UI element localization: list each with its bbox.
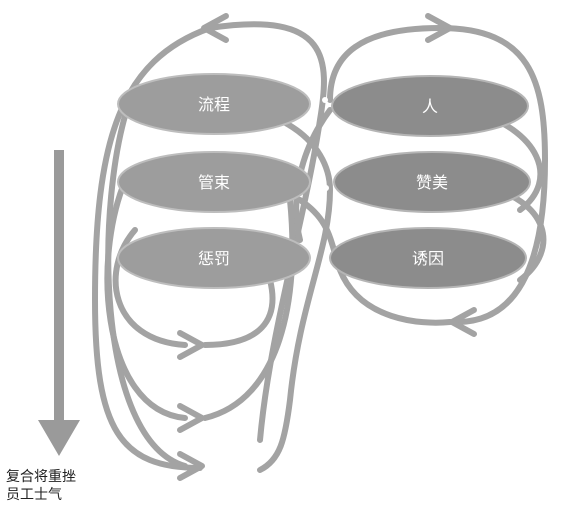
right-oval-label: 人 (422, 97, 438, 116)
arrowhead-left-2 (177, 403, 205, 433)
left-oval-label: 流程 (198, 95, 230, 114)
right-column: 人 赞美 诱因 (329, 75, 531, 289)
right-oval-1: 人 (331, 75, 529, 137)
flow-top-left-loop (91, 25, 213, 471)
left-oval-1: 流程 (117, 73, 311, 135)
left-oval-label: 惩罚 (198, 249, 230, 268)
crossing-dot-2 (323, 185, 329, 191)
right-oval-label: 赞美 (416, 173, 448, 192)
arrowhead-right-mid (449, 307, 477, 337)
left-column: 流程 管束 惩罚 (117, 73, 311, 289)
down-arrow (38, 150, 80, 456)
flow-cross-2 (297, 197, 453, 326)
flow-cross-1 (257, 117, 334, 473)
arrowhead-left-3 (177, 451, 205, 481)
flow-top-right-loop (327, 24, 549, 325)
right-oval-label: 诱因 (412, 249, 444, 268)
left-oval-label: 管束 (198, 173, 230, 192)
right-oval-3: 诱因 (329, 227, 527, 289)
caption-text: 复合将重挫 员工士气 (6, 469, 76, 503)
right-oval-2: 赞美 (333, 151, 531, 213)
arrowheads (177, 13, 477, 481)
flow-left-inner-3 (105, 97, 188, 469)
down-arrow-shaft (54, 150, 64, 430)
crossing-dot-1 (322, 97, 328, 103)
left-oval-2: 管束 (117, 151, 311, 213)
down-arrow-head (38, 420, 80, 456)
arrowhead-left-1 (177, 330, 205, 360)
left-oval-3: 惩罚 (117, 227, 311, 289)
flow-left-down-2 (202, 197, 296, 421)
flow-lines (91, 21, 549, 473)
arrowhead-top-right (425, 13, 453, 43)
arrowhead-top-left (201, 13, 229, 43)
flow-left-down-1 (202, 277, 276, 348)
